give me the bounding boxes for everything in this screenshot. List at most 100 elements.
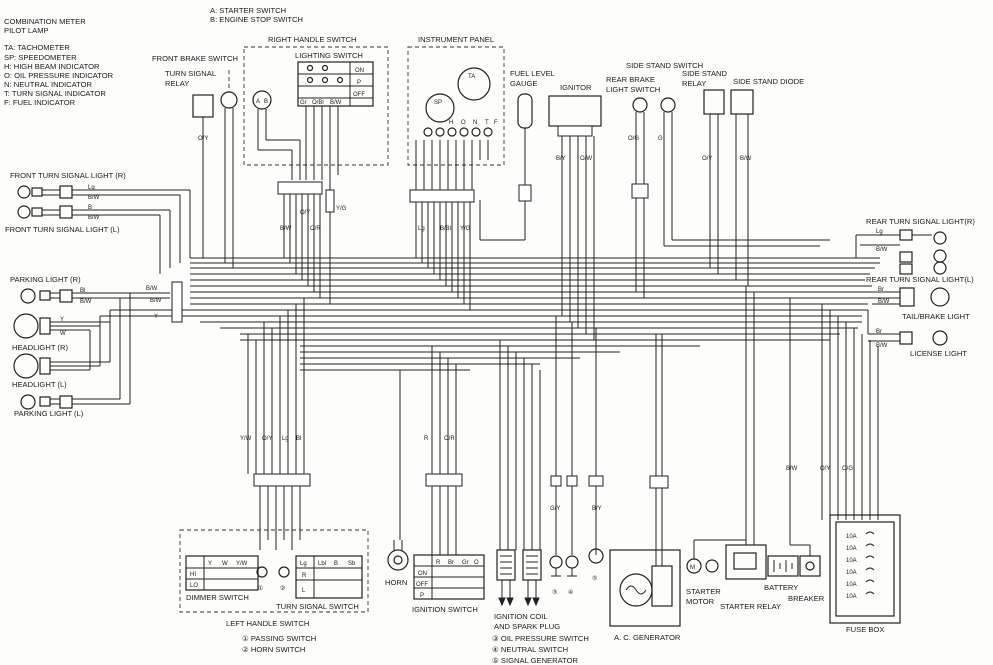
tachometer-icon (457, 67, 491, 101)
svg-text:B/W: B/W (786, 466, 798, 472)
lighting-p-label: P (357, 80, 361, 86)
legend-a: A: STARTER SWITCH (210, 6, 286, 15)
turn-signal-switch-label: TURN SIGNAL SWITCH (276, 602, 359, 611)
front-harness-connector (171, 281, 183, 323)
rear-brake-light-switch: REAR BRAKE LIGHT SWITCH O/G (606, 75, 660, 298)
bulb-icon (933, 231, 947, 245)
fuse-rating: 10A (846, 582, 857, 588)
legend-item: O: OIL PRESSURE INDICATOR (4, 71, 114, 80)
svg-text:Y: Y (154, 314, 158, 320)
svg-text:Gr: Gr (300, 100, 307, 106)
svg-text:O/R: O/R (310, 226, 321, 232)
svg-text:Br: Br (876, 329, 882, 335)
starter-switch-icon (252, 90, 272, 110)
switch-icon (632, 97, 648, 113)
fuel-sensor-icon (517, 93, 533, 129)
svg-text:③: ③ (552, 589, 557, 596)
meter-t-label: T (485, 120, 489, 126)
note-oil-pressure-switch: ③ OIL PRESSURE SWITCH (492, 634, 589, 643)
left-handle-switch-label: LEFT HANDLE SWITCH (226, 619, 309, 628)
instrument-panel: INSTRUMENT PANEL TA SP H O N T F (407, 35, 505, 190)
fuel-gauge-label-1: FUEL LEVEL (510, 69, 555, 78)
battery: BATTERY (764, 555, 799, 592)
left-handle-switch: HI LO Y W Y/W DIMMER SWITCH ① ② Lg Lbl B… (179, 473, 369, 628)
switch-icon (220, 91, 238, 109)
note-horn-switch: ② HORN SWITCH (242, 645, 305, 654)
svg-text:Lg: Lg (418, 226, 425, 232)
headlight-l: HEADLIGHT (L) (12, 353, 110, 389)
svg-text:B/Y: B/Y (592, 506, 602, 512)
svg-text:Br: Br (448, 560, 454, 566)
svg-text:O/Y: O/Y (198, 136, 208, 142)
svg-text:Sb: Sb (348, 561, 356, 567)
svg-text:B: B (264, 99, 268, 105)
starter-relay-box (725, 544, 767, 580)
svg-text:Y/W: Y/W (236, 561, 248, 567)
license-light-label: LICENSE LIGHT (910, 349, 967, 358)
side-stand-switch: SIDE STAND SWITCH G (626, 61, 830, 247)
meter-o-label: O (461, 120, 466, 126)
headlight-icon (13, 353, 39, 379)
neutral-switch-icon (565, 555, 579, 569)
svg-text:B/W: B/W (876, 247, 888, 253)
svg-text:B/W: B/W (280, 226, 292, 232)
svg-text:B/W: B/W (330, 100, 342, 106)
fuse-icon (865, 531, 875, 595)
front-turn-signal-r-label: FRONT TURN SIGNAL LIGHT (R) (10, 171, 126, 180)
relay-icon (703, 89, 725, 115)
side-stand-relay-label-1: SIDE STAND (682, 69, 728, 78)
svg-text:G: G (658, 136, 663, 142)
svg-text:O/Bl: O/Bl (312, 100, 324, 106)
svg-text:Lg: Lg (300, 561, 307, 567)
svg-text:O/Y: O/Y (820, 466, 830, 472)
right-handle-switch-outline (243, 46, 389, 166)
fuse-rating: 10A (846, 594, 857, 600)
fuel-level-gauge: FUEL LEVEL GAUGE (479, 69, 555, 241)
side-stand-switch-label: SIDE STAND SWITCH (626, 61, 703, 70)
headlight-r-label: HEADLIGHT (R) (12, 343, 68, 352)
fuel-gauge-label-2: GAUGE (510, 79, 537, 88)
svg-text:Bl: Bl (296, 436, 301, 442)
dim-hi-label: HI (190, 572, 196, 578)
lighting-switch-table (297, 61, 374, 107)
signal-generator-icon (588, 548, 604, 564)
legend-top: COMBINATION METER PILOT LAMP TA: TACHOME… (4, 17, 114, 107)
svg-text:R: R (424, 436, 429, 442)
bulb-icon (932, 330, 948, 346)
svg-text:O/Y: O/Y (300, 210, 310, 216)
svg-text:②: ② (280, 585, 285, 592)
fuse-rating: 10A (846, 546, 857, 552)
parking-light-r-label: PARKING LIGHT (R) (10, 275, 81, 284)
meter-n-label: N (473, 120, 477, 126)
main-harness (190, 257, 880, 371)
sp-label: SP (434, 100, 442, 106)
front-brake-switch: FRONT BRAKE SWITCH (152, 54, 238, 268)
indicator-lamp-icon (423, 127, 433, 137)
svg-text:B/W: B/W (88, 215, 100, 221)
svg-text:B/W: B/W (740, 156, 752, 162)
side-stand-relay: SIDE STAND RELAY O/Y (682, 69, 728, 274)
horn-icon (387, 549, 409, 571)
bulb-icon (17, 205, 31, 219)
legend-item: H: HIGH BEAM INDICATOR (4, 62, 100, 71)
ign-off-label: OFF (416, 582, 428, 588)
license-light: Br B/W LICENSE LIGHT (867, 310, 967, 358)
svg-text:Lg: Lg (876, 229, 883, 235)
left-handle-connector (253, 473, 311, 487)
horn-switch-icon (278, 566, 290, 578)
turn-signal-switch-table (295, 555, 363, 599)
svg-text:Lg: Lg (282, 436, 289, 442)
right-handle-switch: RIGHT HANDLE SWITCH LIGHTING SWITCH ON P… (243, 35, 389, 180)
instrument-panel-label: INSTRUMENT PANEL (418, 35, 494, 44)
turn-signal-relay-label-1: TURN SIGNAL (165, 69, 216, 78)
starter-motor: M STARTER MOTOR (686, 539, 746, 606)
ign-on-label: ON (418, 571, 427, 577)
ignition-connector (425, 473, 463, 487)
parking-light-l: PARKING LIGHT (L) (14, 293, 131, 418)
svg-text:B/Y: B/Y (556, 156, 566, 162)
parking-light-l-label: PARKING LIGHT (L) (14, 409, 84, 418)
svg-text:Lbl: Lbl (318, 561, 326, 567)
legend-item: F: FUEL INDICATOR (4, 98, 76, 107)
ignition-coil-label-2: AND SPARK PLUG (494, 622, 560, 631)
svg-text:W: W (222, 561, 228, 567)
